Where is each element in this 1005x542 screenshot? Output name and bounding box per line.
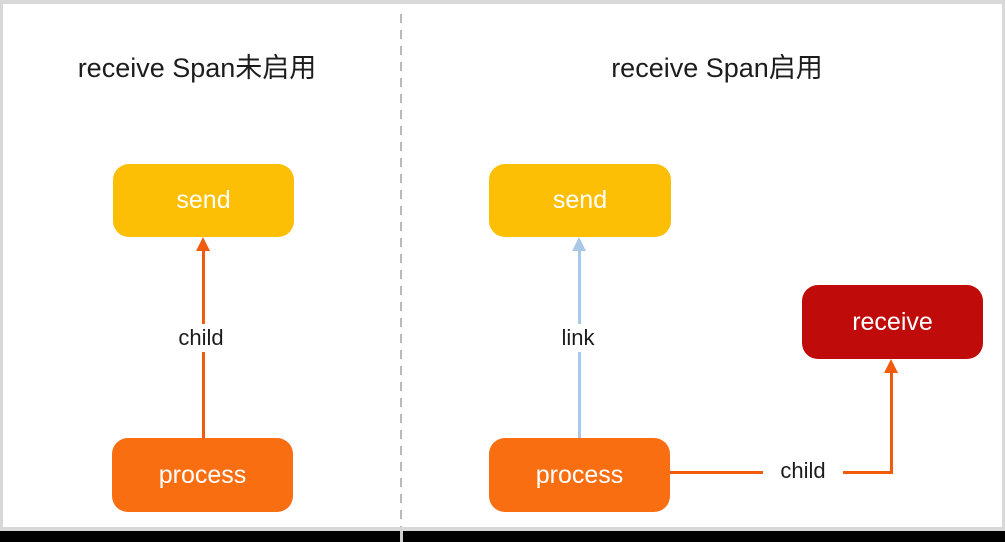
child-arrowhead [196, 237, 210, 251]
child-edge-line-vertical [890, 373, 893, 474]
link-edge-label: link [538, 324, 618, 352]
frame-border-left [0, 0, 3, 531]
send-node-label: send [176, 186, 231, 214]
panel-divider-dashed-line [400, 14, 402, 527]
frame-border-top [0, 0, 1005, 4]
child-edge-label: child [161, 324, 241, 352]
panel-title-right: receive Span启用 [611, 53, 823, 83]
frame-border-right [1002, 0, 1005, 531]
process-node-label: process [535, 460, 624, 489]
link-arrowhead [572, 237, 586, 251]
send-node: send [489, 164, 671, 237]
child-arrowhead [884, 359, 898, 373]
bottom-bar-divider-mark [400, 531, 403, 542]
panel-title-left: receive Span未启用 [77, 53, 317, 83]
send-node: send [113, 164, 294, 237]
process-node: process [489, 438, 670, 512]
receive-node: receive [802, 285, 983, 359]
bottom-black-bar [0, 531, 1005, 542]
process-node-label: process [158, 460, 247, 489]
frame-border-bottom [0, 527, 1005, 531]
child-edge-label: child [763, 457, 843, 485]
send-node-label: send [552, 186, 608, 214]
process-node: process [112, 438, 293, 512]
receive-node-label: receive [852, 307, 933, 336]
